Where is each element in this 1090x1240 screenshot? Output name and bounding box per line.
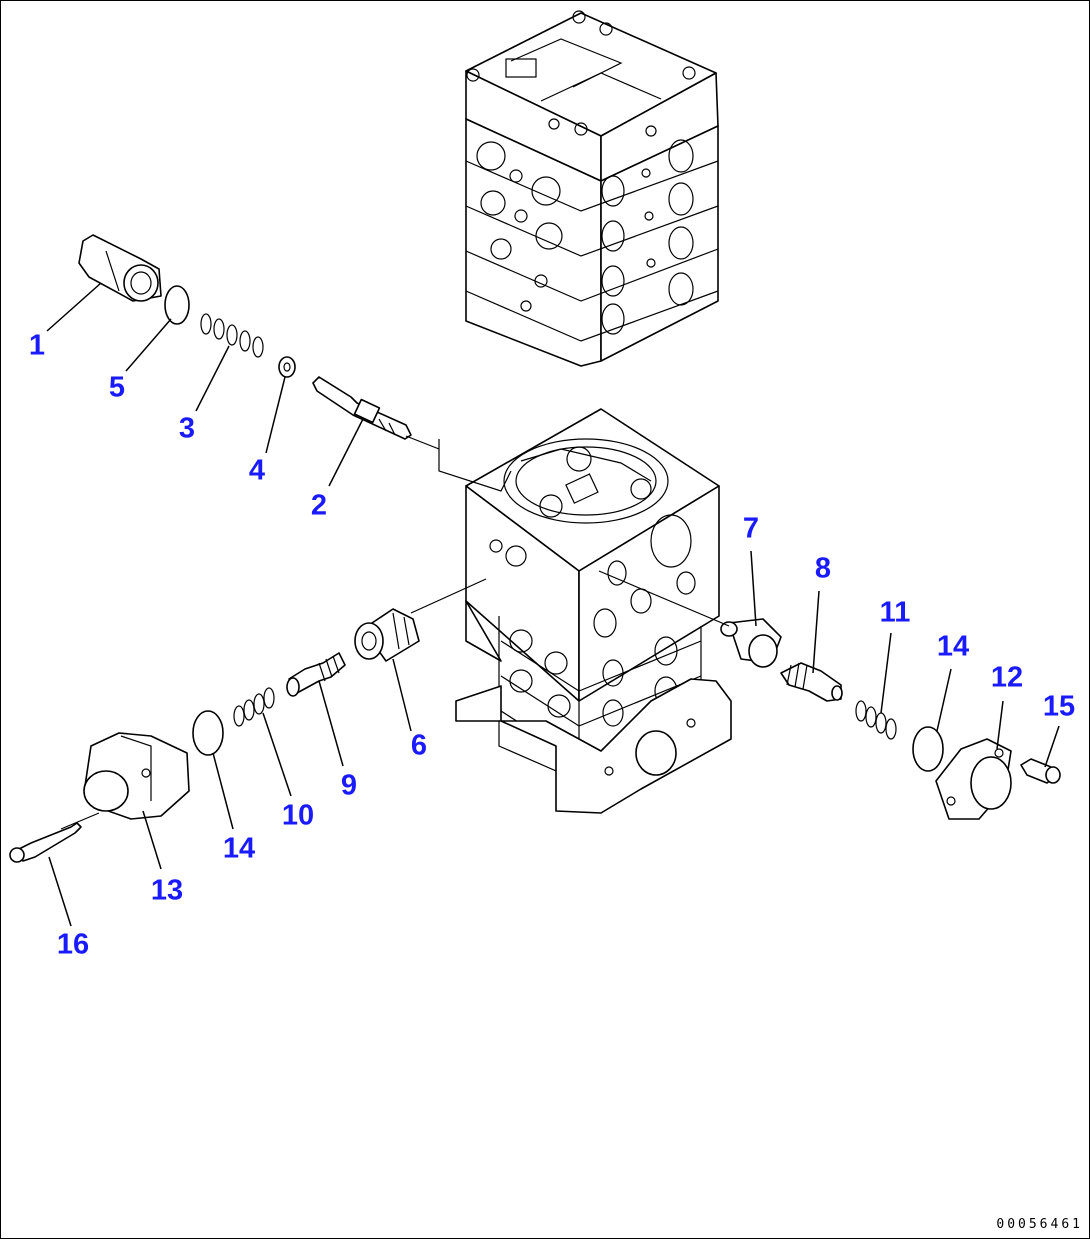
bolt-part-15 (1020, 758, 1061, 784)
o-ring-part-14-left (192, 710, 224, 756)
callout-7: 7 (742, 512, 760, 545)
cover-part-12 (935, 738, 1012, 820)
spring-part-11 (855, 700, 897, 740)
callout-14-left: 14 (222, 832, 256, 865)
callout-5: 5 (108, 371, 126, 404)
spring-part-3 (200, 313, 264, 358)
callout-15: 15 (1042, 690, 1076, 723)
sleeve-part-6 (354, 608, 420, 662)
callout-6: 6 (410, 729, 428, 762)
washer-part-4 (278, 356, 296, 378)
o-ring-part-5 (164, 285, 190, 325)
sleeve-part-7 (720, 618, 782, 668)
spring-part-10 (233, 687, 275, 727)
callout-14-right: 14 (936, 630, 970, 663)
valve-assembly-overview (465, 10, 719, 367)
piston-part-8 (780, 662, 843, 702)
drawing-number: 00056461 (996, 1217, 1083, 1232)
callout-10: 10 (281, 799, 315, 832)
callout-12: 12 (990, 661, 1024, 694)
callout-4: 4 (248, 454, 266, 487)
callout-2: 2 (310, 489, 328, 522)
callout-1: 1 (28, 329, 46, 362)
callout-13: 13 (150, 874, 184, 907)
callout-11: 11 (879, 596, 911, 629)
bolt-part-16 (9, 822, 82, 863)
callout-8: 8 (814, 552, 832, 585)
spool-part-2 (312, 376, 412, 440)
cover-part-13 (83, 732, 190, 820)
plug-part-1 (78, 234, 162, 302)
callout-9: 9 (340, 769, 358, 802)
o-ring-part-14-right (912, 726, 944, 772)
callout-3: 3 (178, 412, 196, 445)
leader-lines (46, 282, 1060, 927)
callout-16: 16 (56, 928, 90, 961)
piston-part-9 (286, 652, 346, 697)
assembly-axis-lines (60, 435, 730, 830)
main-valve-body (438, 408, 732, 814)
